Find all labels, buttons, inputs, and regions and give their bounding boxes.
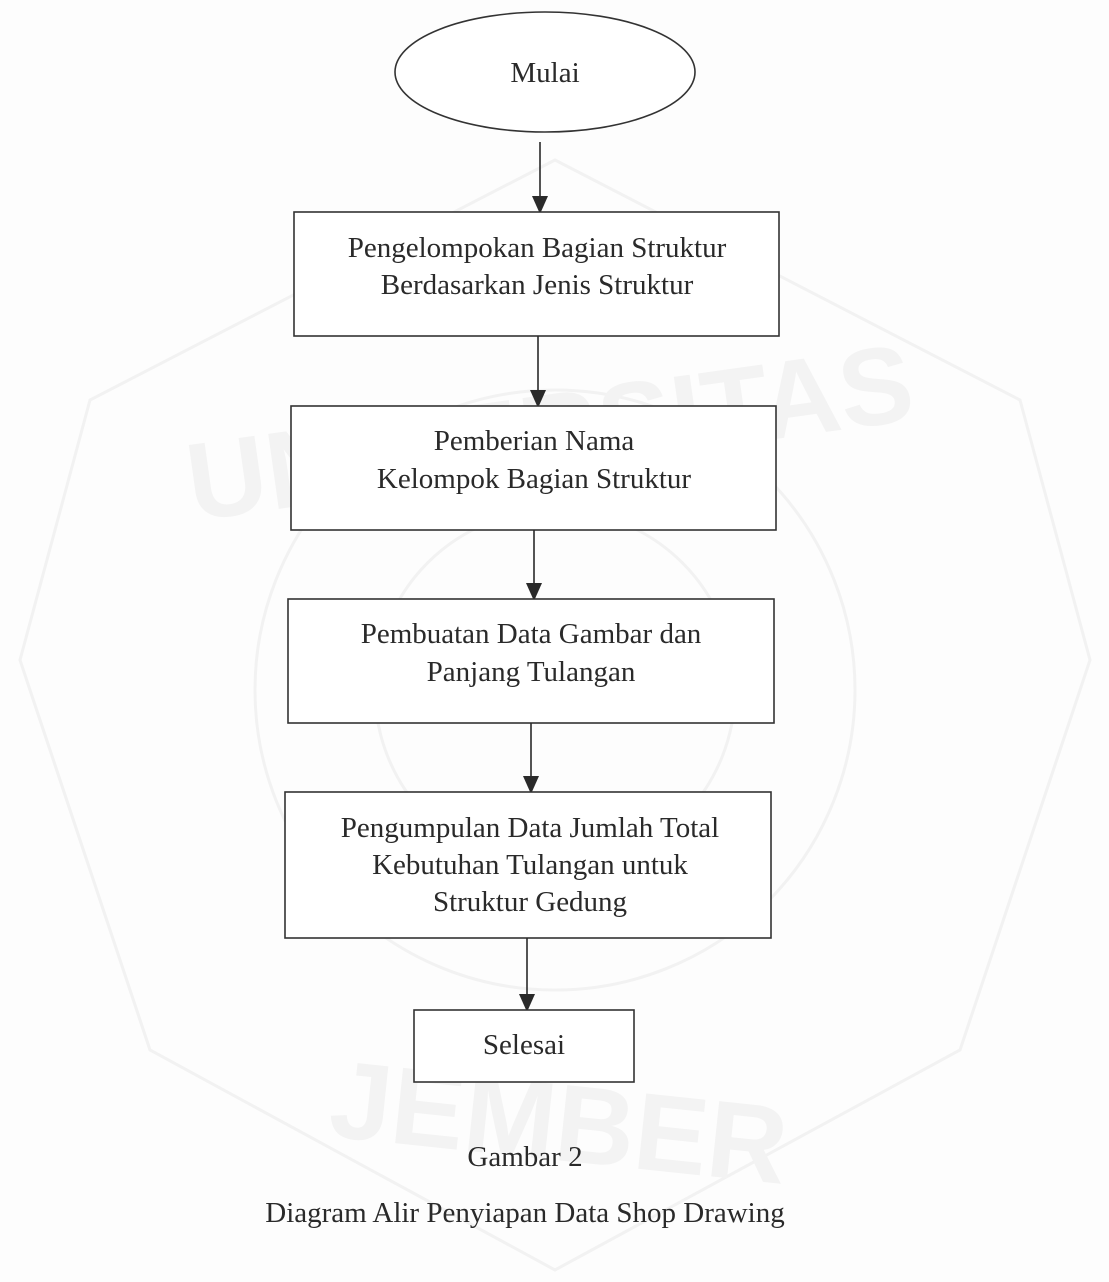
process-box-2 [290, 405, 777, 531]
connector-step-4-to-end [519, 938, 535, 1012]
step-3-line-2: Panjang Tulangan [427, 656, 636, 688]
connector-step-2-to-step-3 [526, 530, 542, 601]
process-box-4 [284, 791, 772, 939]
figure-number: Gambar 2 [467, 1141, 582, 1173]
step-4-line-1: Pengumpulan Data Jumlah Total [341, 812, 719, 844]
step-4-line-3: Struktur Gedung [433, 886, 627, 918]
step-3-line-1: Pembuatan Data Gambar dan [361, 618, 702, 650]
step-2-line-2: Kelompok Bagian Struktur [377, 463, 691, 495]
process-step-4: Pengumpulan Data Jumlah Total Kebutuhan … [284, 791, 772, 939]
end-box [413, 1009, 635, 1083]
connector-step-1-to-step-2 [530, 336, 546, 408]
start-ellipse [394, 11, 696, 133]
step-4-line-2: Kebutuhan Tulangan untuk [372, 849, 688, 881]
process-step-1: Pengelompokan Bagian Struktur Berdasarka… [293, 211, 780, 337]
process-box-3 [287, 598, 775, 724]
step-1-line-2: Berdasarkan Jenis Struktur [381, 269, 694, 301]
end-label: Selesai [483, 1029, 565, 1061]
connector-step-3-to-step-4 [523, 723, 539, 794]
step-2-line-1: Pemberian Nama [434, 425, 635, 457]
process-step-3: Pembuatan Data Gambar dan Panjang Tulang… [287, 598, 775, 724]
figure-title: Diagram Alir Penyiapan Data Shop Drawing [265, 1197, 784, 1229]
process-box-1 [293, 211, 780, 337]
start-terminator: Mulai [394, 11, 696, 133]
end-terminator: Selesai [413, 1009, 635, 1083]
start-label: Mulai [510, 57, 579, 89]
process-step-2: Pemberian Nama Kelompok Bagian Struktur [290, 405, 777, 531]
step-1-line-1: Pengelompokan Bagian Struktur [348, 232, 727, 264]
connector-start-to-step-1 [532, 142, 548, 214]
